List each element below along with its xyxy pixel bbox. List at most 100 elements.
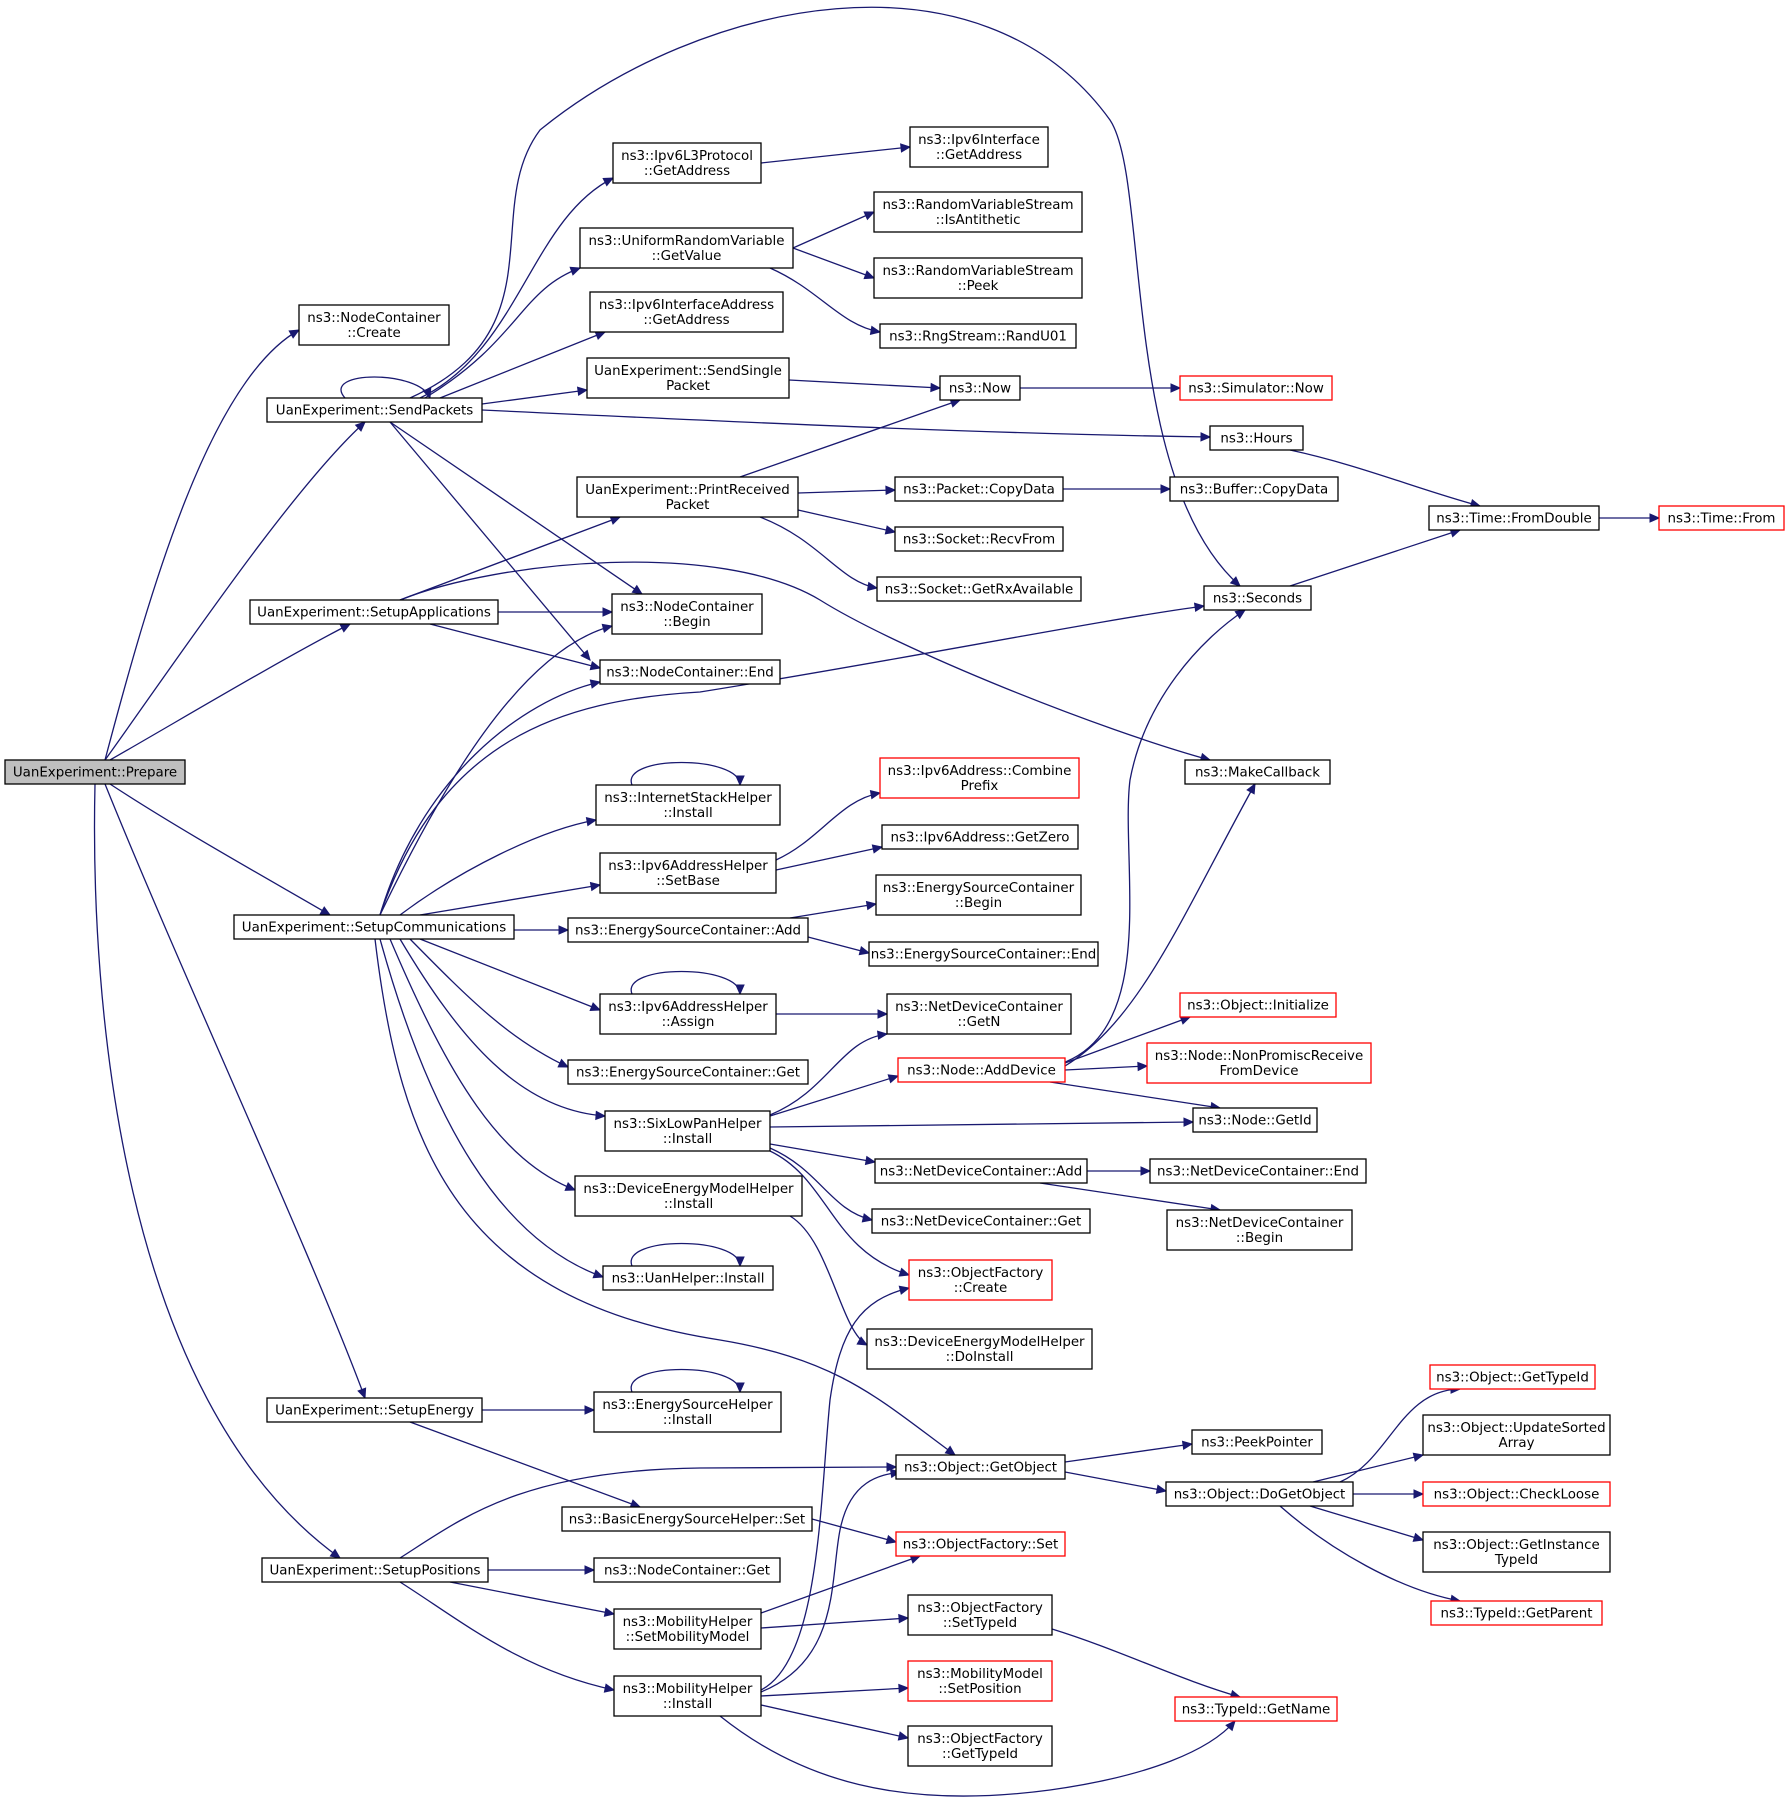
node-ipv6l3[interactable]: ns3::Ipv6L3Protocol::GetAddress xyxy=(612,142,762,184)
node-setupcomm[interactable]: UanExperiment::SetupCommunications xyxy=(233,914,515,940)
edge-esc_add-to-esc_end xyxy=(807,936,871,956)
node-esh-install[interactable]: ns3::EnergySourceHelper::Install xyxy=(593,1391,782,1433)
node-label: ::Peek xyxy=(958,279,999,294)
edge-esc_add-to-esc_begin xyxy=(789,900,878,919)
node-esc-add[interactable]: ns3::EnergySourceContainer::Add xyxy=(567,917,809,943)
arrowhead xyxy=(576,386,589,396)
node-label: ns3::DeviceEnergyModelHelper xyxy=(874,1335,1085,1350)
node-makecb[interactable]: ns3::MakeCallback xyxy=(1184,759,1331,785)
node-besh-set[interactable]: ns3::BasicEnergySourceHelper::Set xyxy=(561,1506,813,1532)
node-label: ::SetPosition xyxy=(938,1682,1021,1697)
arrowhead xyxy=(1200,432,1212,442)
node-setuppos[interactable]: UanExperiment::SetupPositions xyxy=(261,1557,489,1583)
node-sixlowpan[interactable]: ns3::SixLowPanHelper::Install xyxy=(604,1110,771,1152)
edge-prepare-to-sendpackets xyxy=(104,421,366,761)
node-of-create[interactable]: ns3::ObjectFactory::Create xyxy=(908,1259,1053,1301)
node-setupapps[interactable]: UanExperiment::SetupApplications xyxy=(249,599,499,625)
node-rxavail[interactable]: ns3::Socket::GetRxAvailable xyxy=(876,576,1082,602)
arrowhead xyxy=(339,623,352,633)
node-mh-setmob[interactable]: ns3::MobilityHelper::SetMobilityModel xyxy=(613,1608,762,1650)
arrowhead xyxy=(1181,1440,1194,1451)
node-adddevice[interactable]: ns3::Node::AddDevice xyxy=(897,1057,1066,1083)
node-label: ns3::Ipv6Address::Combine xyxy=(888,764,1072,779)
node-now[interactable]: ns3::Now xyxy=(939,375,1021,401)
node-demh-install[interactable]: ns3::DeviceEnergyModelHelper::Install xyxy=(574,1175,803,1217)
arrowhead xyxy=(584,1405,596,1415)
node-seconds[interactable]: ns3::Seconds xyxy=(1203,585,1312,611)
node-getzero[interactable]: ns3::Ipv6Address::GetZero xyxy=(881,824,1079,850)
node-label: ns3::Time::FromDouble xyxy=(1436,512,1591,527)
node-mh-install[interactable]: ns3::MobilityHelper::Install xyxy=(613,1675,762,1717)
node-ndc-add[interactable]: ns3::NetDeviceContainer::Add xyxy=(874,1158,1088,1184)
node-label: ns3::Now xyxy=(949,382,1011,397)
node-getobject[interactable]: ns3::Object::GetObject xyxy=(895,1454,1066,1480)
edge-dogetobject-to-getinsttypeid xyxy=(1309,1505,1425,1542)
node-label: ns3::Ipv6Address::GetZero xyxy=(891,831,1070,846)
node-nc-begin[interactable]: ns3::NodeContainer::Begin xyxy=(611,593,763,635)
node-esc-get[interactable]: ns3::EnergySourceContainer::Get xyxy=(567,1059,809,1085)
node-of-gettypeid[interactable]: ns3::ObjectFactory::GetTypeId xyxy=(907,1725,1053,1767)
node-obj-gettypeid[interactable]: ns3::Object::GetTypeId xyxy=(1429,1364,1596,1390)
node-rvs-peek[interactable]: ns3::RandomVariableStream::Peek xyxy=(873,257,1083,299)
node-rvs-anti[interactable]: ns3::RandomVariableStream::IsAntithetic xyxy=(873,191,1083,233)
arrowhead xyxy=(735,1382,745,1394)
arrowhead xyxy=(864,1155,877,1166)
node-ipv6ah-setbase[interactable]: ns3::Ipv6AddressHelper::SetBase xyxy=(599,852,777,894)
node-sendpackets[interactable]: UanExperiment::SendPackets xyxy=(266,397,483,423)
node-typeid-getname[interactable]: ns3::TypeId::GetName xyxy=(1174,1696,1338,1722)
node-ndc-get[interactable]: ns3::NetDeviceContainer::Get xyxy=(871,1208,1091,1234)
node-simnow[interactable]: ns3::Simulator::Now xyxy=(1179,375,1333,401)
node-peekptr[interactable]: ns3::PeekPointer xyxy=(1191,1429,1323,1455)
arrowhead xyxy=(603,1607,616,1617)
node-ipv6ifaddr[interactable]: ns3::Ipv6InterfaceAddress::GetAddress xyxy=(589,291,784,333)
node-checkloose[interactable]: ns3::Object::CheckLoose xyxy=(1422,1481,1611,1507)
node-nc-create[interactable]: ns3::NodeContainer::Create xyxy=(298,304,450,346)
node-typeid-parent[interactable]: ns3::TypeId::GetParent xyxy=(1430,1600,1603,1626)
node-fromdouble[interactable]: ns3::Time::FromDouble xyxy=(1428,505,1600,531)
node-ndc-getn[interactable]: ns3::NetDeviceContainer::GetN xyxy=(886,993,1072,1035)
node-copydata[interactable]: ns3::Packet::CopyData xyxy=(894,476,1064,502)
node-nc-get[interactable]: ns3::NodeContainer::Get xyxy=(593,1557,781,1583)
node-of-settypeid[interactable]: ns3::ObjectFactory::SetTypeId xyxy=(907,1594,1053,1636)
node-label: UanExperiment::Prepare xyxy=(13,766,177,781)
node-hours[interactable]: ns3::Hours xyxy=(1209,425,1304,451)
edge-sendsingle-to-now xyxy=(788,379,942,393)
node-of-set[interactable]: ns3::ObjectFactory::Set xyxy=(895,1531,1066,1557)
node-rng[interactable]: ns3::RngStream::RandU01 xyxy=(879,323,1077,349)
node-ipv6ah-assign[interactable]: ns3::Ipv6AddressHelper::Assign xyxy=(599,993,777,1035)
node-bufcopy[interactable]: ns3::Buffer::CopyData xyxy=(1169,476,1339,502)
node-label: ns3::MakeCallback xyxy=(1195,766,1320,781)
edge-printrecv-to-rxavail xyxy=(759,516,879,592)
node-dogetobject[interactable]: ns3::Object::DoGetObject xyxy=(1165,1481,1354,1507)
node-recvfrom[interactable]: ns3::Socket::RecvFrom xyxy=(894,526,1064,552)
node-label: ns3::PeekPointer xyxy=(1201,1436,1313,1451)
node-obj-init[interactable]: ns3::Object::Initialize xyxy=(1179,992,1337,1018)
node-esc-begin[interactable]: ns3::EnergySourceContainer::Begin xyxy=(875,874,1082,916)
edge-setupapps-to-makecb xyxy=(399,561,1212,763)
arrowhead xyxy=(876,1030,889,1040)
edge-uan_install-to-uan_install xyxy=(630,1242,745,1268)
node-prepare[interactable]: UanExperiment::Prepare xyxy=(4,759,186,785)
arrowhead xyxy=(886,1462,898,1472)
node-urv[interactable]: ns3::UniformRandomVariable::GetValue xyxy=(579,227,794,269)
node-esc-end[interactable]: ns3::EnergySourceContainer::End xyxy=(868,941,1099,967)
node-timefrom[interactable]: ns3::Time::From xyxy=(1658,505,1785,531)
node-uan-install[interactable]: ns3::UanHelper::Install xyxy=(602,1265,774,1291)
node-demh-doinstall[interactable]: ns3::DeviceEnergyModelHelper::DoInstall xyxy=(866,1328,1093,1370)
arrowhead xyxy=(863,211,876,221)
node-ish-install[interactable]: ns3::InternetStackHelper::Install xyxy=(595,784,781,826)
node-setupenergy[interactable]: UanExperiment::SetupEnergy xyxy=(266,1397,483,1423)
node-ipv6if-get[interactable]: ns3::Ipv6Interface::GetAddress xyxy=(909,126,1049,168)
node-ndc-end[interactable]: ns3::NetDeviceContainer::End xyxy=(1149,1158,1367,1184)
edge-setupapps-to-nc_begin xyxy=(498,607,614,617)
node-getid[interactable]: ns3::Node::GetId xyxy=(1192,1107,1318,1133)
node-mm-setpos[interactable]: ns3::MobilityModel::SetPosition xyxy=(907,1660,1053,1702)
node-ndc-begin[interactable]: ns3::NetDeviceContainer::Begin xyxy=(1166,1209,1353,1251)
node-nc-end[interactable]: ns3::NodeContainer::End xyxy=(599,659,781,685)
